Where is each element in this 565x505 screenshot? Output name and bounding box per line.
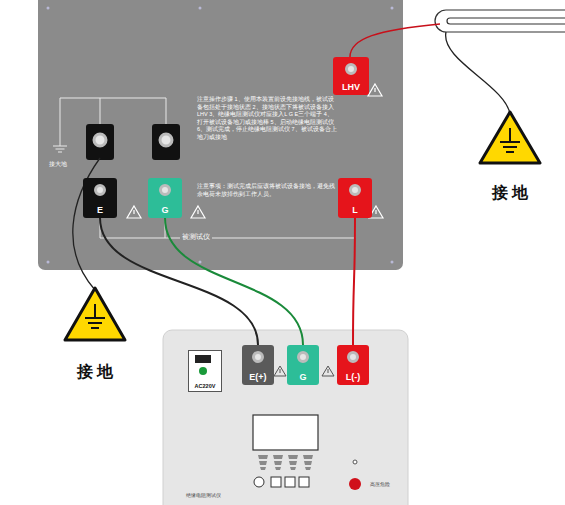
terminal-label: L(-) bbox=[337, 372, 369, 382]
test-panel bbox=[38, 0, 403, 270]
terminal-label: L bbox=[338, 205, 372, 215]
device-bracket bbox=[100, 219, 355, 238]
ground-sign-left bbox=[65, 288, 125, 340]
terminal-hole bbox=[297, 351, 309, 363]
terminal-hole bbox=[252, 351, 264, 363]
tester-screen bbox=[253, 415, 318, 450]
sign-label: 接 地 bbox=[57, 362, 133, 383]
ground-label: 接大地 bbox=[47, 160, 69, 169]
terminal-label: E bbox=[83, 205, 117, 215]
device-label: 被测试仪 bbox=[180, 233, 212, 242]
test-panel-node: 注意操作步骤 1、使用本装置前设先接地线，被试设备包括处于接地状态 2、接地状态… bbox=[38, 0, 403, 270]
test-lead bbox=[353, 218, 355, 345]
ground-sign: 接 地 bbox=[57, 285, 133, 385]
terminal-hole bbox=[347, 351, 359, 363]
power-led bbox=[199, 367, 207, 375]
terminal-hole bbox=[159, 184, 171, 196]
terminal-e: E bbox=[83, 178, 117, 218]
tester-note: 高压危险 bbox=[370, 482, 390, 487]
hv-wire bbox=[350, 24, 440, 57]
warning-marks bbox=[127, 84, 383, 218]
terminal-label: LHV bbox=[333, 82, 369, 92]
terminal-hole bbox=[349, 184, 361, 196]
switch-rocker bbox=[195, 355, 211, 363]
terminal-hole bbox=[94, 184, 106, 196]
terminal-label: AC220V bbox=[189, 383, 221, 389]
test-cable bbox=[435, 10, 565, 32]
terminal-g: G bbox=[148, 178, 182, 218]
tester-note: 绝缘电阻测试仪 bbox=[186, 493, 221, 498]
terminal-l-minus: L(-) bbox=[337, 345, 369, 385]
instruction-text: 注意事项：测试完成后应该将被试设备接地，避免残余电荷未放掉伤到工作人员。 bbox=[197, 183, 337, 198]
ground-sign-right bbox=[480, 112, 540, 163]
terminal-g: G bbox=[287, 345, 319, 385]
ground-terminals bbox=[86, 124, 180, 160]
test-lead bbox=[165, 218, 303, 345]
panel-screws bbox=[47, 7, 394, 264]
tester-fins bbox=[258, 455, 313, 470]
power-switch: AC220V bbox=[188, 350, 222, 392]
instruction-text: 注意操作步骤 1、使用本装置前设先接地线，被试设备包括处于接地状态 2、接地状态… bbox=[197, 96, 337, 142]
tester-buttons bbox=[254, 460, 361, 490]
terminal-label: E(+) bbox=[242, 372, 274, 382]
terminal-l: L bbox=[338, 178, 372, 218]
ground-sign: 接 地 bbox=[472, 108, 548, 206]
sign-label: 接 地 bbox=[472, 183, 548, 204]
insulation-tester bbox=[163, 330, 408, 505]
terminal-label: G bbox=[287, 372, 319, 382]
terminal-lhv: LHV bbox=[333, 57, 369, 95]
terminal-e-plus: E(+) bbox=[242, 345, 274, 385]
ground-bracket bbox=[53, 98, 166, 152]
ground-wire-right bbox=[446, 32, 510, 114]
terminal-label: G bbox=[148, 205, 182, 215]
terminal-hole bbox=[345, 63, 357, 75]
